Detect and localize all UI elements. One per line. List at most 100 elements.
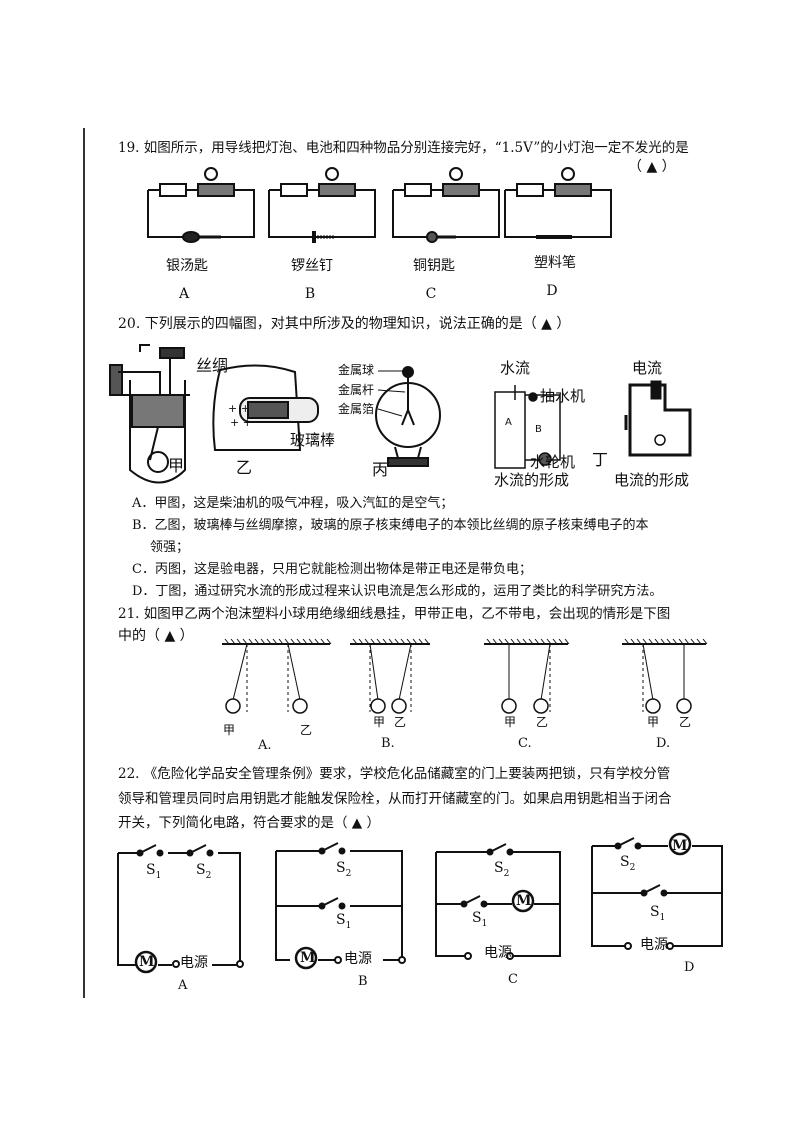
ceiling-hatch <box>260 638 266 645</box>
q21-B-yi: 乙 <box>394 715 407 729</box>
ceiling-hatch <box>242 638 248 645</box>
bulb <box>561 167 575 181</box>
ceiling-hatch <box>534 638 540 645</box>
motor-symbol <box>294 946 318 970</box>
switch-blade <box>643 884 661 894</box>
q21-question-line1: 21. 如图甲乙两个泡沫塑料小球用绝缘细线悬挂，甲带正电，乙不带电，会出现的情形… <box>118 606 671 622</box>
circuit-wire <box>276 850 402 907</box>
foam-ball <box>645 698 661 714</box>
ceiling-hatch <box>504 638 510 645</box>
fig-label-turbine: 水轮机 <box>530 453 576 471</box>
q22-C-power: 电源 <box>484 945 512 961</box>
power-terminal <box>506 952 514 960</box>
ceiling-hatch <box>308 638 314 645</box>
ceiling-hatch <box>552 638 558 645</box>
q22-D-s2: S2 <box>620 854 636 873</box>
ceiling-hatch <box>254 638 260 645</box>
power-terminal <box>464 952 472 960</box>
ceiling-hatch <box>660 638 666 645</box>
ceiling-hatch <box>376 638 382 645</box>
bulb-base <box>442 183 480 197</box>
thread <box>540 643 551 701</box>
switch-contact <box>506 848 514 856</box>
ceiling-hatch <box>424 638 430 645</box>
switch-blade <box>617 837 635 847</box>
current-analogy-diagram <box>624 380 692 457</box>
q20-question: 20. 下列展示的四幅图，对其中所涉及的物理知识，说法正确的是（ ▲ ） <box>118 316 571 332</box>
svg-text:B: B <box>535 424 542 435</box>
circuit-wire <box>592 845 722 894</box>
q22-A-letter: A <box>178 978 188 993</box>
fig-label-metal-ball: 金属球 <box>338 363 375 377</box>
q22-A-motor: M <box>139 954 155 970</box>
q22-D-s1: S1 <box>650 904 666 923</box>
motor-symbol <box>668 832 692 856</box>
thread <box>232 643 248 701</box>
switch-contact <box>338 847 346 855</box>
ceiling-hatch <box>558 638 564 645</box>
ceiling-hatch <box>624 638 630 645</box>
q19-object-D: 塑料笔 <box>534 255 576 271</box>
ceiling-hatch <box>290 638 296 645</box>
q22-circuits <box>117 832 723 974</box>
q22-C-s1: S1 <box>472 910 488 929</box>
water-analogy-diagram: A B <box>494 385 561 469</box>
q22-question-line3: 开关，下列简化电路，符合要求的是（ ▲ ） <box>118 815 380 831</box>
q22-D-letter: D <box>684 960 695 975</box>
circuit-wire <box>504 189 612 238</box>
q22-C-s2: S2 <box>494 860 510 879</box>
switch-blade <box>321 842 339 852</box>
ceiling-hatch <box>492 638 498 645</box>
ceiling-hatch <box>302 638 308 645</box>
circuit-wire <box>117 852 241 966</box>
glass-rod-diagram: + + + + <box>212 364 319 451</box>
ceiling-hatch <box>320 638 326 645</box>
foam-ball <box>370 698 386 714</box>
ceiling-hatch <box>224 638 230 645</box>
q21-letter-D: D. <box>656 736 671 751</box>
ceiling-hatch <box>666 638 672 645</box>
q20-option-B: B．乙图，玻璃棒与丝绸摩擦，玻璃的原子核束缚电子的本领比丝绸的原子核束缚电子的本 <box>132 518 649 533</box>
power-terminal <box>172 960 180 968</box>
q21-C-yi: 乙 <box>536 715 549 729</box>
ceiling-hatch <box>418 638 424 645</box>
ceiling-hatch <box>388 638 394 645</box>
bulb-base <box>197 183 235 197</box>
bulb <box>449 167 463 181</box>
switch-blade <box>463 895 481 905</box>
q22-B-letter: B <box>358 974 368 989</box>
fig-label-current-formation: 电流的形成 <box>614 471 690 489</box>
fig-label-bing: 丙 <box>372 460 389 479</box>
q19-object-A: 银汤匙 <box>166 258 208 274</box>
ceiling-hatch <box>412 638 418 645</box>
ceiling-hatch <box>672 638 678 645</box>
bulb <box>325 167 339 181</box>
ceiling-hatch <box>648 638 654 645</box>
q22-question-line2: 领导和管理员同时启用钥匙才能触发保险栓，从而打开储藏室的门。如果启用钥匙相当于闭… <box>118 791 672 807</box>
q22-C-letter: C <box>508 972 518 987</box>
switch-contact <box>156 849 164 857</box>
q22-A-s2: S2 <box>196 862 212 881</box>
engine-diagram <box>109 344 190 484</box>
thread <box>642 643 654 701</box>
q19-object-B: 锣丝钉 <box>291 258 333 274</box>
ceiling-hatch <box>564 638 570 645</box>
switch-contact <box>206 849 214 857</box>
q21-question-line2: 中的（ ▲ ） <box>118 628 194 644</box>
ceiling-hatch <box>364 638 370 645</box>
power-terminal <box>334 956 342 964</box>
q19-letter-A: A <box>178 286 190 302</box>
q22-C-motor: M <box>516 893 532 909</box>
ceiling-hatch <box>382 638 388 645</box>
ceiling-hatch <box>678 638 684 645</box>
svg-text:+ +: + + <box>228 402 250 415</box>
fig-label-water-formation: 水流的形成 <box>494 471 570 489</box>
ceiling-hatch <box>690 638 696 645</box>
ceiling-hatch <box>284 638 290 645</box>
q22-A-power: 电源 <box>180 955 208 971</box>
power-terminal <box>624 942 632 950</box>
ceiling-hatch <box>510 638 516 645</box>
power-terminal <box>666 942 674 950</box>
fig-label-water-flow: 水流 <box>500 359 531 377</box>
ceiling-hatch <box>394 638 400 645</box>
